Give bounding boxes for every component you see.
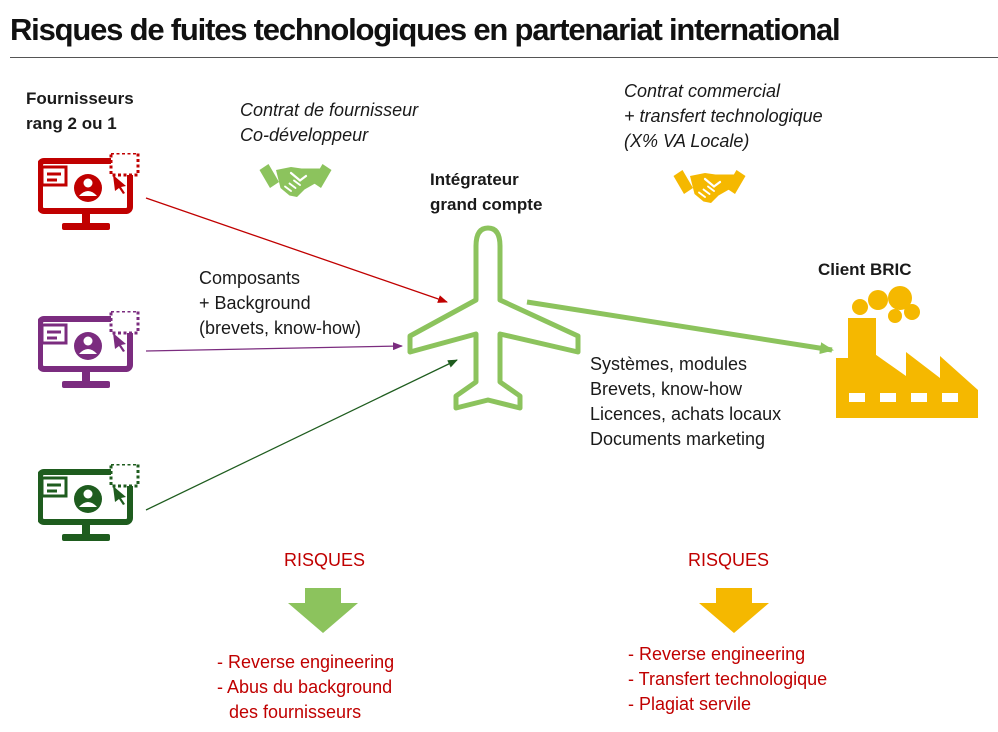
contract-client-line3: (X% VA Locale) bbox=[624, 131, 750, 151]
risks-left-item2: - Abus du background bbox=[217, 677, 393, 697]
risks-right-item2: - Transfert technologique bbox=[628, 669, 828, 689]
arrow-supplier-red bbox=[145, 197, 448, 303]
page-title: Risques de fuites technologiques en part… bbox=[10, 12, 841, 47]
supplier-icon-purple bbox=[40, 311, 138, 388]
components-line1: Composants bbox=[199, 268, 301, 288]
arrow-to-client bbox=[526, 299, 834, 355]
contract-client-line1: Contrat commercial bbox=[624, 81, 781, 101]
deliverables-line4: Documents marketing bbox=[590, 429, 766, 449]
contract-client-line2: + transfert technologique bbox=[624, 106, 823, 126]
title-divider bbox=[10, 57, 998, 58]
integrator-label-line2: grand compte bbox=[430, 195, 543, 214]
contract-client-label: Contrat commercial + transfert technolog… bbox=[624, 79, 823, 154]
deliverables-line1: Systèmes, modules bbox=[590, 354, 748, 374]
contract-supplier-line1: Contrat de fournisseur bbox=[240, 100, 419, 120]
airplane-icon bbox=[407, 225, 581, 411]
supplier-icon-red bbox=[40, 153, 138, 230]
suppliers-label: Fournisseurs rang 2 ou 1 bbox=[26, 86, 134, 136]
components-line3: (brevets, know-how) bbox=[199, 318, 362, 338]
client-label: Client BRIC bbox=[818, 260, 912, 279]
integrator-label: Intégrateur grand compte bbox=[430, 167, 542, 217]
risks-right-list: - Reverse engineering - Transfert techno… bbox=[628, 642, 827, 717]
contract-supplier-line2: Co-développeur bbox=[240, 125, 369, 145]
handshake-icon-client bbox=[672, 168, 747, 205]
components-line2: + Background bbox=[199, 293, 311, 313]
arrow-supplier-purple bbox=[145, 342, 403, 352]
risks-right-heading: RISQUES bbox=[688, 550, 770, 570]
risk-arrow-yellow bbox=[699, 588, 769, 633]
risks-left-item3: des fournisseurs bbox=[229, 702, 362, 722]
integrator-label-line1: Intégrateur bbox=[430, 170, 519, 189]
factory-icon bbox=[836, 286, 978, 418]
deliverables-label: Systèmes, modules Brevets, know-how Lice… bbox=[590, 352, 781, 452]
handshake-icon-supplier bbox=[258, 162, 333, 199]
risks-right-item1: - Reverse engineering bbox=[628, 644, 806, 664]
suppliers-label-line2: rang 2 ou 1 bbox=[26, 114, 117, 133]
risk-arrow-green bbox=[288, 588, 358, 633]
deliverables-line2: Brevets, know-how bbox=[590, 379, 743, 399]
components-label: Composants + Background (brevets, know-h… bbox=[199, 266, 361, 341]
contract-supplier-label: Contrat de fournisseur Co-développeur bbox=[240, 98, 418, 148]
suppliers-label-line1: Fournisseurs bbox=[26, 89, 134, 108]
risks-left-item1: - Reverse engineering bbox=[217, 652, 395, 672]
risks-right-item3: - Plagiat servile bbox=[628, 694, 752, 714]
risks-left-heading: RISQUES bbox=[284, 550, 366, 570]
deliverables-line3: Licences, achats locaux bbox=[590, 404, 782, 424]
supplier-icon-green bbox=[40, 464, 138, 541]
arrow-supplier-green bbox=[145, 359, 458, 511]
risks-left-list: - Reverse engineering - Abus du backgrou… bbox=[217, 650, 394, 725]
